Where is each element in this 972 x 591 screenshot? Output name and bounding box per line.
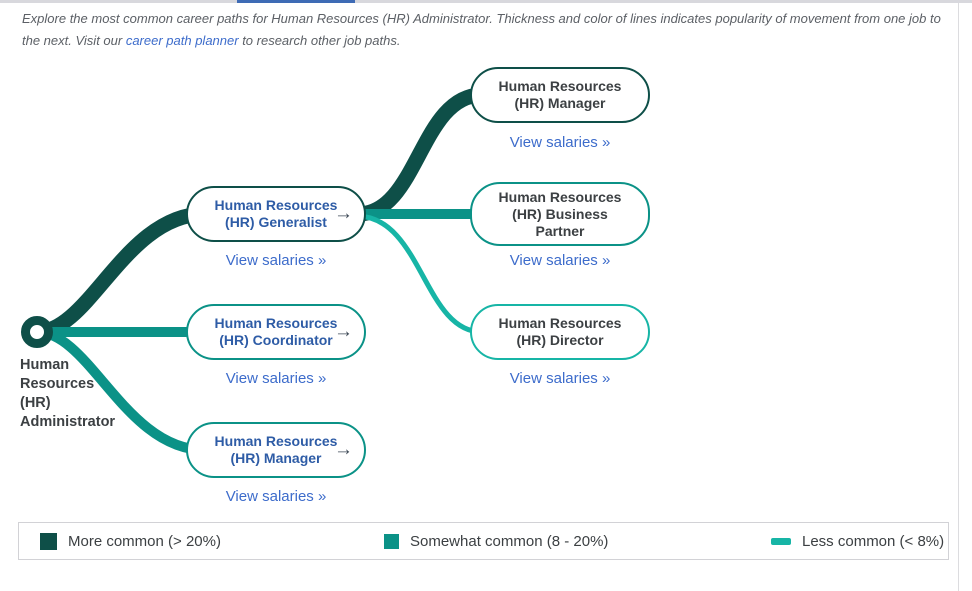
expand-arrow-icon: → <box>334 203 353 224</box>
root-node-label: Human Resources (HR) Administrator <box>20 357 116 430</box>
career-node-hr-manager-right[interactable]: Human Resources (HR) Manager <box>470 67 650 123</box>
legend-label: Less common (< 8%) <box>802 532 945 550</box>
node-label: Human Resources (HR) Business Partner <box>498 188 622 239</box>
description-text-before: Explore the most common career paths for… <box>22 11 941 48</box>
expand-arrow-icon: → <box>334 321 353 342</box>
view-salaries-link-manager-right[interactable]: View salaries » <box>509 134 611 151</box>
view-salaries-link-business-partner[interactable]: View salaries » <box>509 252 611 269</box>
career-node-hr-business-partner[interactable]: Human Resources (HR) Business Partner <box>470 182 650 246</box>
less-common-swatch <box>771 537 791 545</box>
somewhat-common-swatch <box>384 533 399 549</box>
expand-arrow-icon: → <box>334 439 353 460</box>
horizontal-scrollbar-thumb[interactable] <box>237 0 355 3</box>
node-label: Human Resources (HR) Coordinator <box>214 315 338 348</box>
edge-administrator-generalist <box>36 206 206 340</box>
career-node-hr-director[interactable]: Human Resources (HR) Director <box>470 304 650 360</box>
edge-generalist-director <box>357 213 483 335</box>
view-salaries-link-director[interactable]: View salaries » <box>509 370 611 387</box>
description-text-after: to research other job paths. <box>238 33 401 48</box>
legend: More common (> 20%) Somewhat common (8 -… <box>18 522 949 560</box>
career-node-hr-coordinator[interactable]: Human Resources (HR) Coordinator → <box>186 304 366 360</box>
scroll-area-right-edge <box>958 0 959 591</box>
edge-generalist-manager <box>357 87 483 222</box>
node-label: Human Resources (HR) Manager <box>498 78 622 111</box>
node-label: Human Resources (HR) Generalist <box>214 197 338 230</box>
horizontal-scrollbar-track[interactable] <box>0 0 972 3</box>
career-node-hr-manager-mid[interactable]: Human Resources (HR) Manager → <box>186 422 366 478</box>
legend-label: More common (> 20%) <box>68 532 221 550</box>
legend-label: Somewhat common (8 - 20%) <box>410 532 609 550</box>
diagram-description: Explore the most common career paths for… <box>22 8 950 52</box>
career-node-hr-generalist[interactable]: Human Resources (HR) Generalist → <box>186 186 366 242</box>
view-salaries-link-generalist[interactable]: View salaries » <box>225 252 327 269</box>
view-salaries-link-manager-mid[interactable]: View salaries » <box>225 488 327 505</box>
edge-administrator-manager <box>36 327 206 455</box>
more-common-swatch <box>40 532 57 550</box>
node-label: Human Resources (HR) Manager <box>214 433 338 466</box>
root-node-dot <box>21 316 53 348</box>
legend-item-more-common: More common (> 20%) <box>40 523 221 559</box>
career-path-planner-link[interactable]: career path planner <box>125 33 239 48</box>
view-salaries-link-coordinator[interactable]: View salaries » <box>225 370 327 387</box>
legend-item-less-common: Less common (< 8%) <box>771 523 944 559</box>
node-label: Human Resources (HR) Director <box>498 315 622 348</box>
legend-item-somewhat-common: Somewhat common (8 - 20%) <box>384 523 608 559</box>
